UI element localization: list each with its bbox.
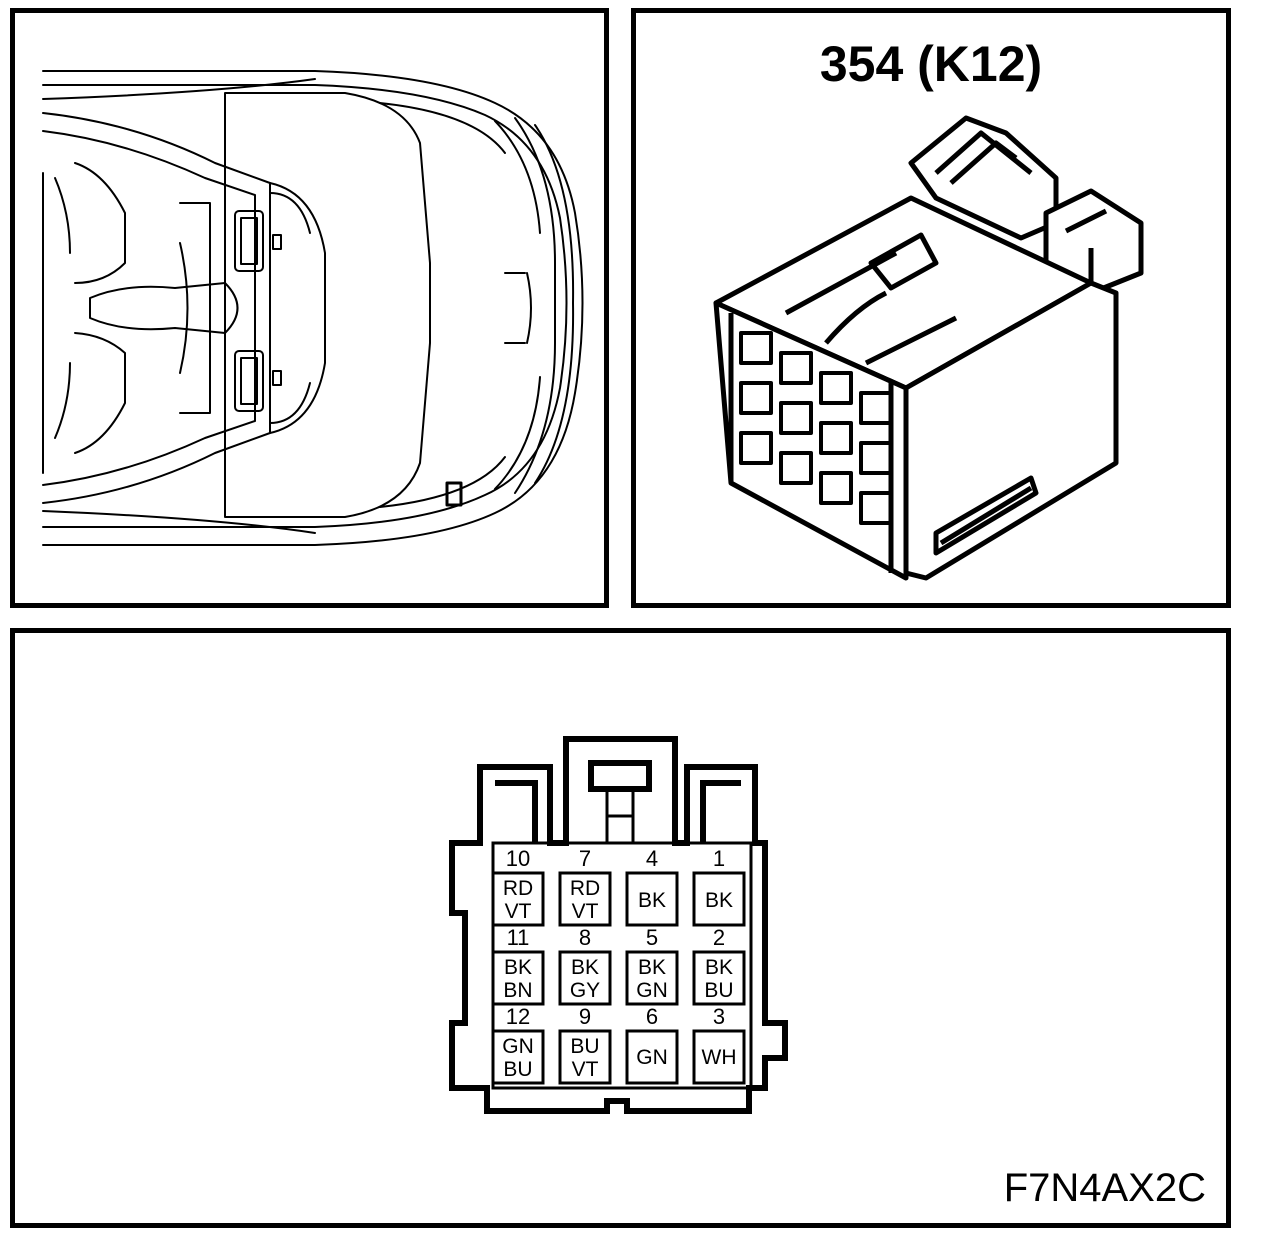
- pin-number: 9: [579, 1004, 591, 1029]
- pin-cavity-10: [491, 871, 545, 927]
- wire-color-label: BU: [704, 979, 733, 1002]
- pin-number: 12: [506, 1004, 530, 1029]
- pin-cavity-4: [625, 871, 679, 927]
- pin-cavity-9: [558, 1029, 612, 1085]
- pin-number: 8: [579, 925, 591, 950]
- wire-color-label: GN: [636, 1046, 668, 1069]
- vehicle-top-view-drawing: [42, 70, 584, 546]
- pin-cavity-12: [491, 1029, 545, 1085]
- wire-color-label: GN: [636, 979, 668, 1002]
- wire-color-label: GN: [502, 1035, 534, 1058]
- pin-number: 1: [713, 846, 725, 871]
- connector-face-drawing: 10 7 4 1 11 8 5 2 12 9 6 3: [449, 736, 788, 1114]
- wire-color-label: BN: [503, 979, 532, 1002]
- pin-cavity-8: [558, 950, 612, 1006]
- pin-cavity-1: [692, 871, 746, 927]
- wire-color-label: RD: [503, 877, 533, 900]
- wire-color-label: BK: [504, 956, 532, 979]
- wire-color-label: BU: [570, 1035, 599, 1058]
- pin-cavity-11: [491, 950, 545, 1006]
- wire-color-label: BK: [705, 889, 733, 912]
- wire-color-label: GY: [570, 979, 600, 1002]
- wire-color-label: VT: [572, 1058, 599, 1081]
- pin-cavity-3: [692, 1029, 746, 1085]
- wire-color-label: BK: [638, 889, 666, 912]
- wire-color-label: BK: [638, 956, 666, 979]
- pin-cavity-2: [692, 950, 746, 1006]
- pin-number: 3: [713, 1004, 725, 1029]
- wire-color-label: RD: [570, 877, 600, 900]
- pinout-panel: 10 7 4 1 11 8 5 2 12 9 6 3: [10, 628, 1231, 1228]
- pin-number: 5: [646, 925, 658, 950]
- pin-cavity-6: [625, 1029, 679, 1085]
- wire-color-label: VT: [572, 900, 599, 923]
- vehicle-location-panel: [10, 8, 609, 608]
- wire-color-label: WH: [702, 1046, 737, 1069]
- connector-title: 354 (K12): [819, 36, 1043, 92]
- pin-number: 6: [646, 1004, 658, 1029]
- pin-number: 7: [579, 846, 591, 871]
- pin-number: 10: [506, 846, 530, 871]
- wire-color-label: BK: [571, 956, 599, 979]
- wire-color-label: BU: [503, 1058, 532, 1081]
- pin-cavity-5: [625, 950, 679, 1006]
- connector-3d-drawing: [713, 115, 1144, 581]
- pin-number: 11: [507, 925, 530, 950]
- wire-color-label: VT: [505, 900, 532, 923]
- pin-cavity-7: [558, 871, 612, 927]
- connector-view-panel: 354 (K12): [631, 8, 1231, 608]
- pin-number: 4: [646, 846, 658, 871]
- figure-code: F7N4AX2C: [1003, 1166, 1206, 1210]
- pin-number: 2: [713, 925, 725, 950]
- wire-color-label: BK: [705, 956, 733, 979]
